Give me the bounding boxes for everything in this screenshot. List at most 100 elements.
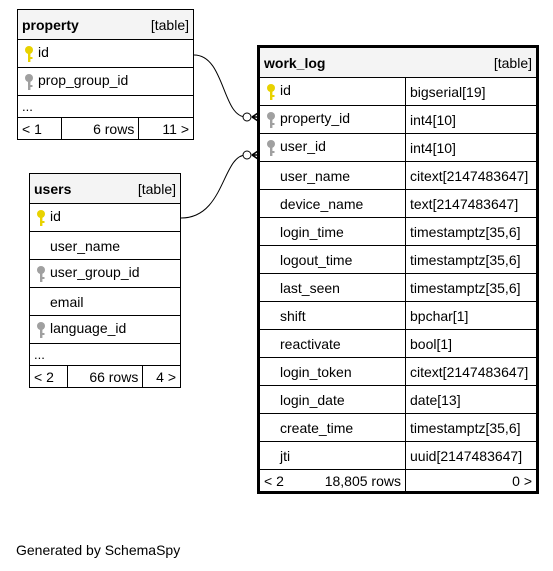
column-name: login_time [280,223,344,240]
column-row[interactable]: id [17,39,194,68]
column-name-cell: device_name [259,189,406,218]
column-name: user_group_id [50,264,140,281]
table-kind: [table] [150,16,189,33]
column-name-cell: jti [259,441,406,470]
column-name-cell: id [259,77,406,106]
column-row[interactable]: language_id [29,315,181,344]
table-header: users[table] [29,173,181,204]
column-name: last_seen [280,279,340,296]
foreign-key-icon [25,73,33,90]
children-count[interactable]: 4 > [142,365,181,388]
column-row[interactable]: reactivate bool[1] [259,329,537,358]
table-header-cell: work_log [table] [259,47,537,78]
column-name-cell: shift [259,301,406,330]
column-row[interactable]: prop_group_id [17,67,194,96]
column-row[interactable]: jti uuid[2147483647] [259,441,537,470]
foreign-key-icon [267,139,275,156]
table-header: property [table] [17,9,194,40]
generated-by-footer: Generated by SchemaSpy [16,542,181,558]
more-columns-ellipsis: ... [29,343,181,366]
column-row[interactable]: user_name [29,231,181,260]
column-type: text[2147483647] [405,189,537,218]
column-row[interactable]: login_time timestamptz[35,6] [259,217,537,246]
column-name-cell: create_time [259,413,406,442]
column-name: logout_time [280,251,353,268]
column-type: bool[1] [405,329,537,358]
more-columns-ellipsis: ... [17,95,194,118]
column-name: prop_group_id [38,72,129,89]
table-name[interactable]: users [34,180,72,197]
edge-users-worklog [180,154,247,219]
table-header-cell: users[table] [29,173,181,204]
column-type: citext[2147483647] [405,161,537,190]
column-name-cell: login_date [259,385,406,414]
column-name: language_id [50,320,127,337]
foreign-key-icon [267,111,275,128]
column-type: timestamptz[35,6] [405,217,537,246]
column-name: id [38,44,49,61]
children-count[interactable]: 0 > [405,469,537,492]
column-row[interactable]: email [29,287,181,316]
column-name: email [50,293,84,310]
column-name: create_time [280,419,354,436]
column-name-cell: login_time [259,217,406,246]
table-name[interactable]: work_log [264,54,326,71]
column-name-cell: user_name [259,161,406,190]
edge-property-worklog [193,54,247,118]
column-row[interactable]: user_group_id [29,259,181,288]
table-header: work_log [table] [259,47,537,78]
parents-count[interactable]: < 2 [29,365,68,388]
column-type: bigserial[19] [405,77,537,106]
column-type: uuid[2147483647] [405,441,537,470]
column-type: bpchar[1] [405,301,537,330]
column-name: user_name [280,167,351,184]
primary-key-icon [267,83,275,100]
column-name: reactivate [280,335,341,352]
column-name: jti [280,447,291,464]
column-type: timestamptz[35,6] [405,273,537,302]
column-row[interactable]: last_seen timestamptz[35,6] [259,273,537,302]
column-row[interactable]: id [29,203,181,232]
more-columns-row: ... [17,95,194,118]
table-name[interactable]: property [22,16,79,33]
column-name-cell: prop_group_id [17,67,194,96]
column-name-cell: property_id [259,105,406,134]
column-name-cell: language_id [29,315,181,344]
parents-count[interactable]: < 1 [16,117,63,140]
column-name: login_date [280,391,345,408]
primary-key-icon [25,45,33,62]
column-row[interactable]: id bigserial[19] [259,77,537,106]
column-name: id [280,82,291,99]
column-type: citext[2147483647] [405,357,537,386]
table-kind: [table] [493,54,532,71]
row-count: 18,805 rows [324,472,401,489]
foreign-key-icon [37,321,45,338]
edge-property-worklog-circle [242,112,252,122]
children-count[interactable]: 11 > [138,117,194,140]
row-count: 6 rows [61,117,140,140]
parents-count[interactable]: < 2 [264,472,284,489]
column-name: property_id [280,110,351,127]
column-name-cell: reactivate [259,329,406,358]
column-name-cell: last_seen [259,273,406,302]
edge-users-worklog-circle [242,150,252,160]
column-name: user_id [280,138,326,155]
column-name-cell: id [29,203,181,232]
column-row[interactable]: user_name citext[2147483647] [259,161,537,190]
column-name-cell: user_id [259,133,406,162]
column-name: user_name [50,237,121,254]
